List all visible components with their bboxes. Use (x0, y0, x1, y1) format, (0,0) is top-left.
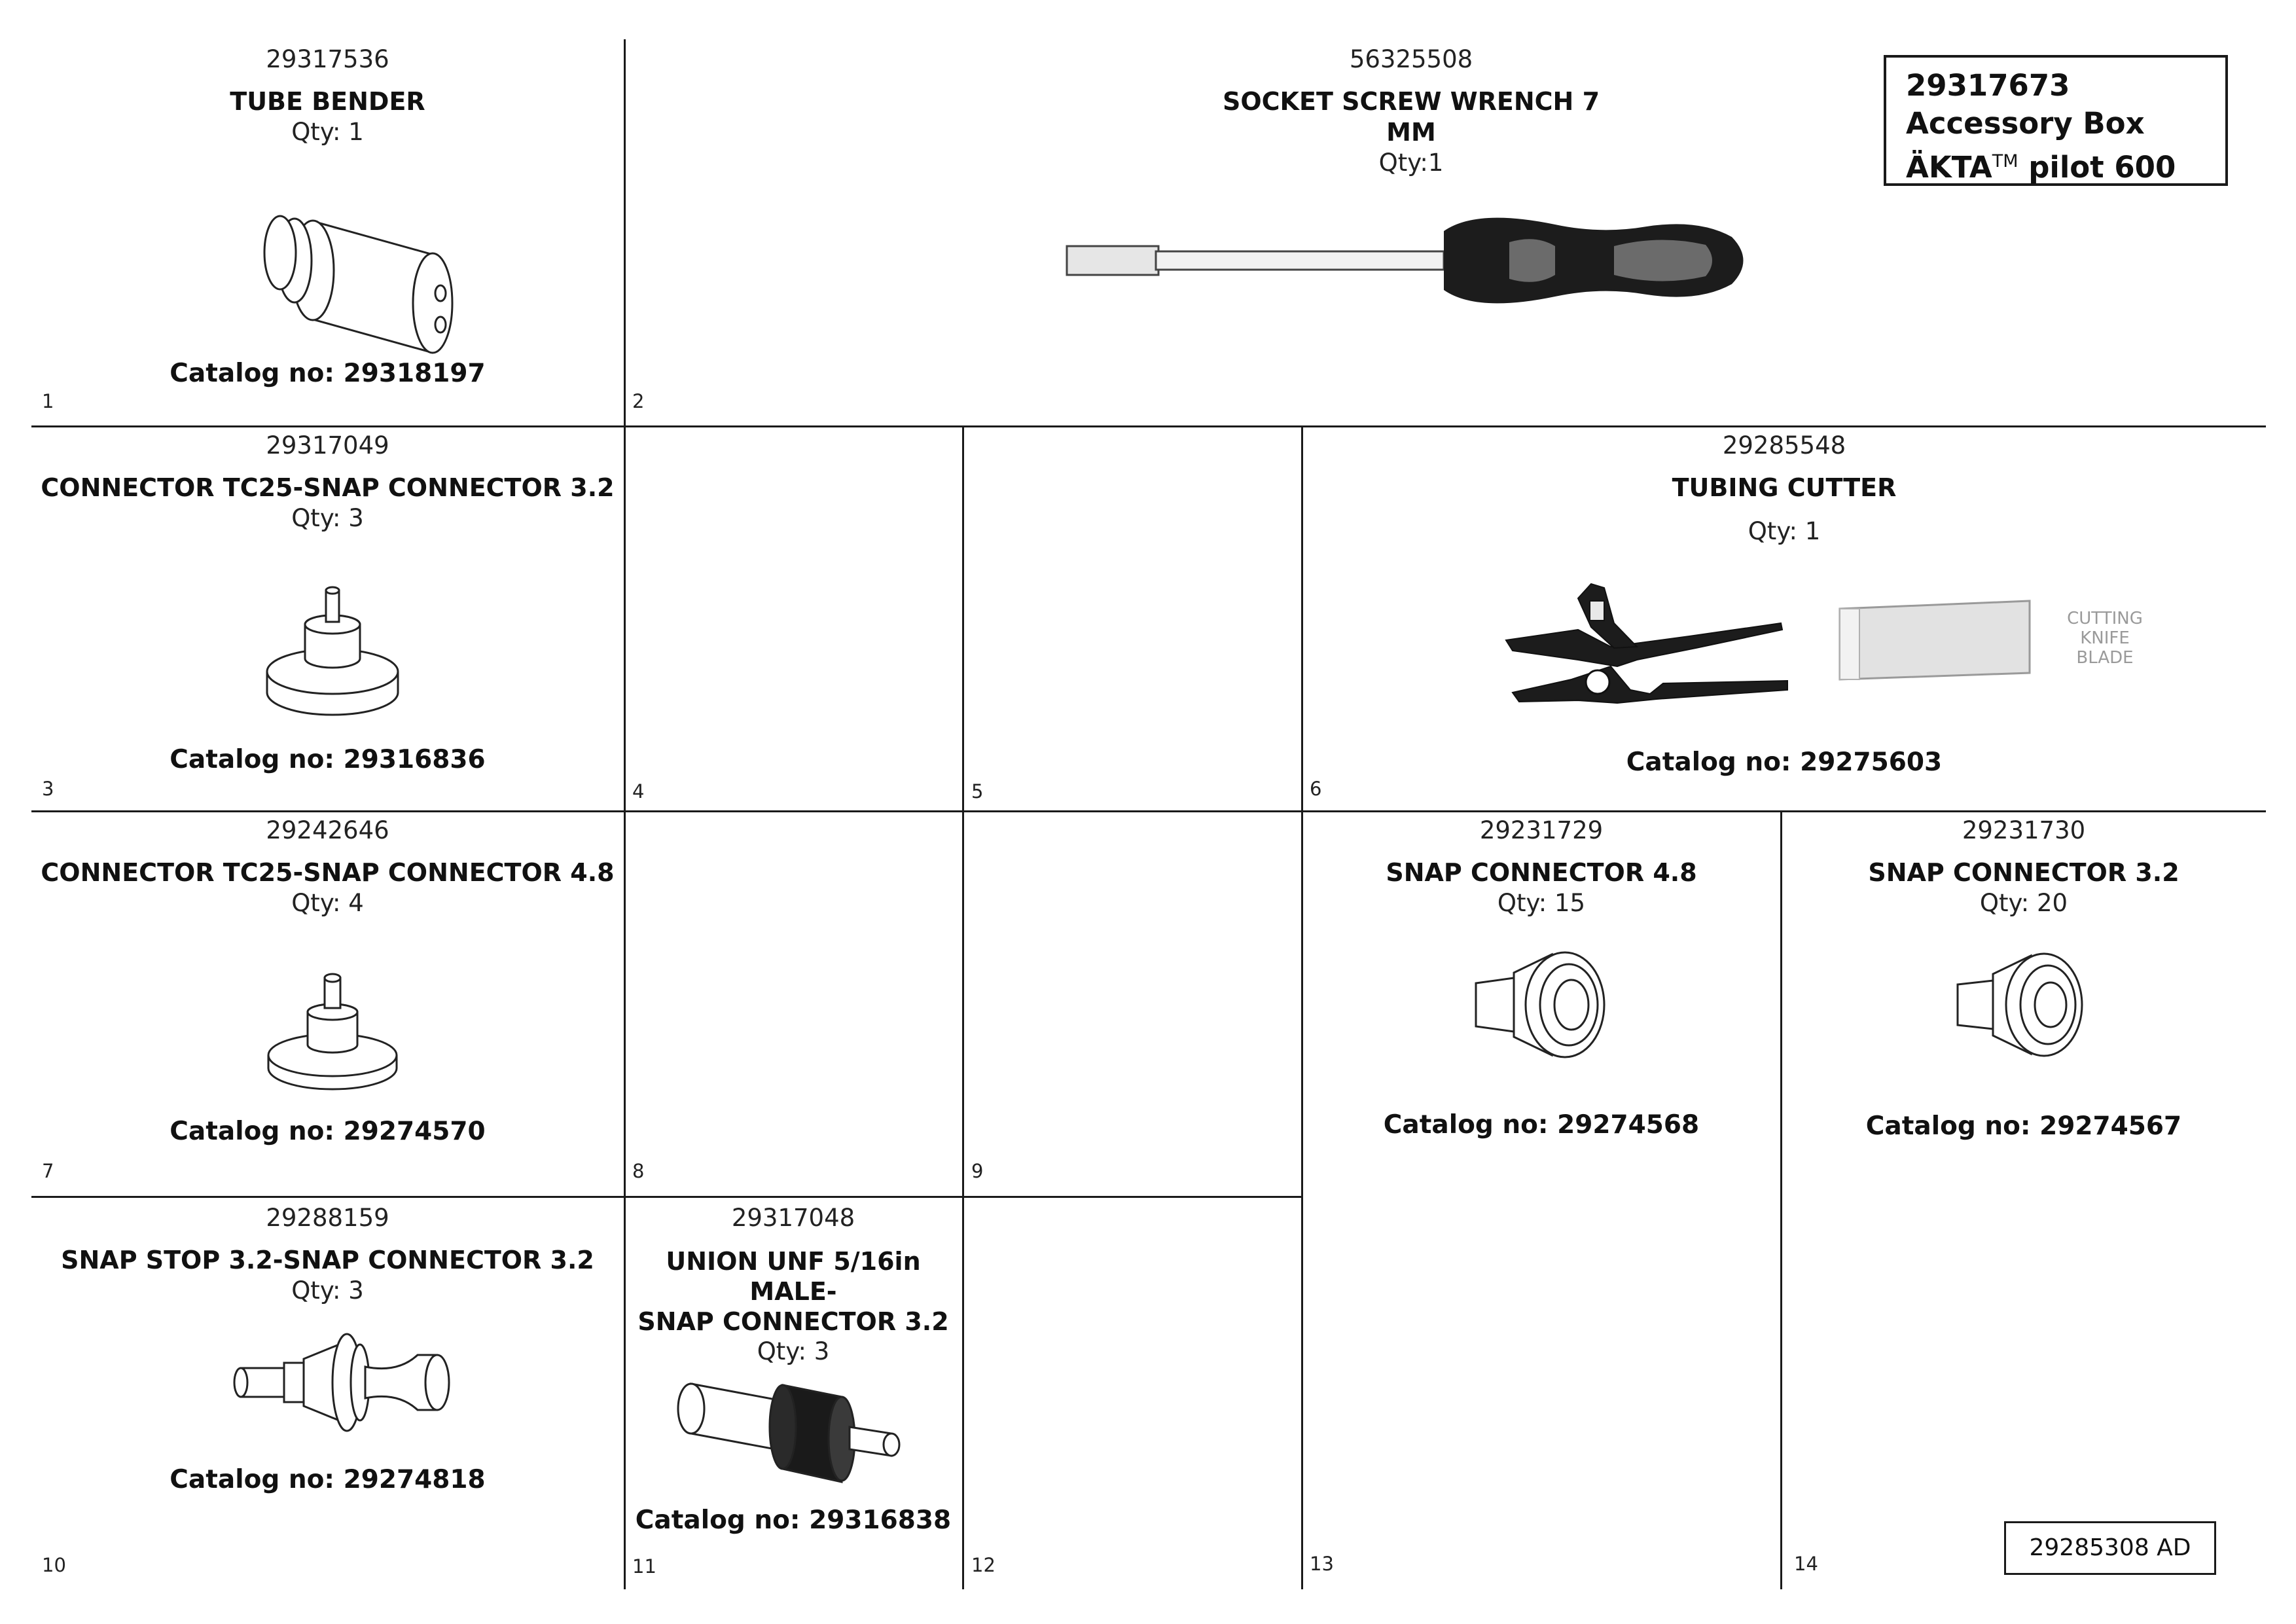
catalog-number: Catalog no: 29274818 (170, 1465, 486, 1494)
item-qty: Qty: 15 (1497, 889, 1586, 917)
item-qty: Qty: 1 (291, 118, 364, 146)
blade-label: CUTTING KNIFE BLADE (2067, 609, 2143, 668)
item-qty: Qty: 20 (1979, 889, 2068, 917)
cell-index: 4 (632, 780, 645, 803)
cell-tube-bender: 29317536 TUBE BENDER Qty: 1 Catalog no: … (31, 45, 624, 424)
item-qty: Qty: 3 (291, 504, 364, 532)
snap-stop-icon (233, 1333, 450, 1432)
cell-connector-tc25-4-8: 29242646 CONNECTOR TC25-SNAP CONNECTOR 4… (31, 816, 624, 1195)
cell-index: 7 (42, 1160, 54, 1182)
catalog-number: Catalog no: 29275603 (1626, 748, 1943, 777)
item-name: SNAP CONNECTOR 4.8 (1386, 858, 1697, 887)
item-qty: Qty: 3 (757, 1337, 830, 1365)
catalog-number: Catalog no: 29316838 (635, 1506, 952, 1535)
tc25-connector-icon (266, 586, 399, 716)
cell-index: 3 (42, 778, 54, 800)
part-number: 29288159 (266, 1204, 389, 1232)
snap-connector-icon (1475, 951, 1605, 1058)
catalog-number: Catalog no: 29316836 (170, 745, 486, 774)
cell-index: 11 (632, 1555, 656, 1578)
tubing-cutter-icon (1505, 583, 1788, 704)
title-line1: Accessory Box (1906, 106, 2145, 141)
item-name: TUBE BENDER (230, 87, 425, 116)
item-name: SNAP CONNECTOR 3.2 (1868, 858, 2179, 887)
item-name: SNAP STOP 3.2-SNAP CONNECTOR 3.2 (61, 1246, 594, 1274)
cell-snap-stop: 29288159 SNAP STOP 3.2-SNAP CONNECTOR 3.… (31, 1203, 624, 1588)
tc25-connector-icon (267, 973, 398, 1091)
cell-index: 1 (42, 390, 54, 412)
part-number: 56325508 (1349, 45, 1473, 73)
part-number: 29317049 (266, 431, 389, 460)
wrench-icon (1066, 217, 1744, 304)
cell-snap-connector-4-8: 29231729 SNAP CONNECTOR 4.8 Qty: 15 Cata… (1303, 816, 1780, 1588)
item-qty: Qty: 4 (291, 889, 364, 917)
cell-index: 5 (971, 780, 984, 803)
grid-line (1301, 427, 1303, 1589)
item-name: SOCKET SCREW WRENCH 7 MM (1222, 87, 1600, 147)
cell-union-unf: 29317048 UNION UNF 5/16in MALE- SNAP CON… (626, 1203, 961, 1588)
cell-index: 13 (1310, 1553, 1334, 1575)
grid-line (1780, 812, 1782, 1589)
title-line2: ÄKTATM pilot 600 (1906, 150, 2176, 185)
spare-blade-icon (1839, 600, 2031, 681)
tube-bender-icon (263, 215, 454, 354)
part-number: 29317536 (266, 45, 389, 73)
catalog-number: Catalog no: 29318197 (170, 359, 486, 388)
grid-line (31, 425, 2266, 427)
grid-line (31, 1196, 1302, 1198)
item-name: UNION UNF 5/16in MALE- SNAP CONNECTOR 3.… (637, 1247, 949, 1336)
grid-line (31, 810, 2266, 812)
item-name: TUBING CUTTER (1672, 473, 1897, 502)
part-number: 29231729 (1479, 816, 1604, 844)
item-name: CONNECTOR TC25-SNAP CONNECTOR 4.8 (41, 858, 615, 887)
catalog-number: Catalog no: 29274568 (1383, 1110, 1700, 1140)
part-number: 29231730 (1962, 816, 2086, 844)
accessory-box-title: 29317673 Accessory Box ÄKTATM pilot 600 (1884, 55, 2228, 186)
cell-index: 8 (632, 1160, 645, 1182)
item-qty: Qty:1 (1378, 149, 1444, 177)
catalog-number: Catalog no: 29274567 (1865, 1111, 2182, 1141)
title-part-number: 29317673 (1906, 68, 2070, 103)
cell-snap-connector-3-2: 29231730 SNAP CONNECTOR 3.2 Qty: 20 Cata… (1782, 816, 2265, 1588)
union-connector-icon (677, 1382, 901, 1483)
cell-index: 2 (632, 390, 645, 412)
cell-tubing-cutter: 29285548 TUBING CUTTER Qty: 1 CUTTING KN… (1303, 431, 2265, 809)
catalog-number: Catalog no: 29274570 (170, 1117, 486, 1146)
snap-connector-icon (1956, 952, 2083, 1057)
cell-index: 12 (971, 1554, 996, 1576)
cell-socket-screw-wrench: 56325508 SOCKET SCREW WRENCH 7 MM Qty:1 … (626, 45, 2255, 424)
document-code: 29285308 AD (2004, 1521, 2216, 1575)
item-qty: Qty: 1 (1748, 517, 1821, 545)
part-number: 29317048 (731, 1204, 855, 1232)
cell-index: 9 (971, 1160, 984, 1182)
cell-index: 10 (42, 1554, 66, 1576)
part-number: 29242646 (266, 816, 389, 844)
grid-line (624, 39, 626, 1589)
item-name: CONNECTOR TC25-SNAP CONNECTOR 3.2 (41, 473, 615, 502)
cell-connector-tc25-3-2: 29317049 CONNECTOR TC25-SNAP CONNECTOR 3… (31, 431, 624, 809)
part-number: 29285548 (1722, 431, 1846, 460)
cell-index: 6 (1310, 778, 1322, 800)
item-qty: Qty: 3 (291, 1276, 364, 1305)
cell-index: 14 (1794, 1553, 1818, 1575)
grid-line (962, 427, 964, 1589)
